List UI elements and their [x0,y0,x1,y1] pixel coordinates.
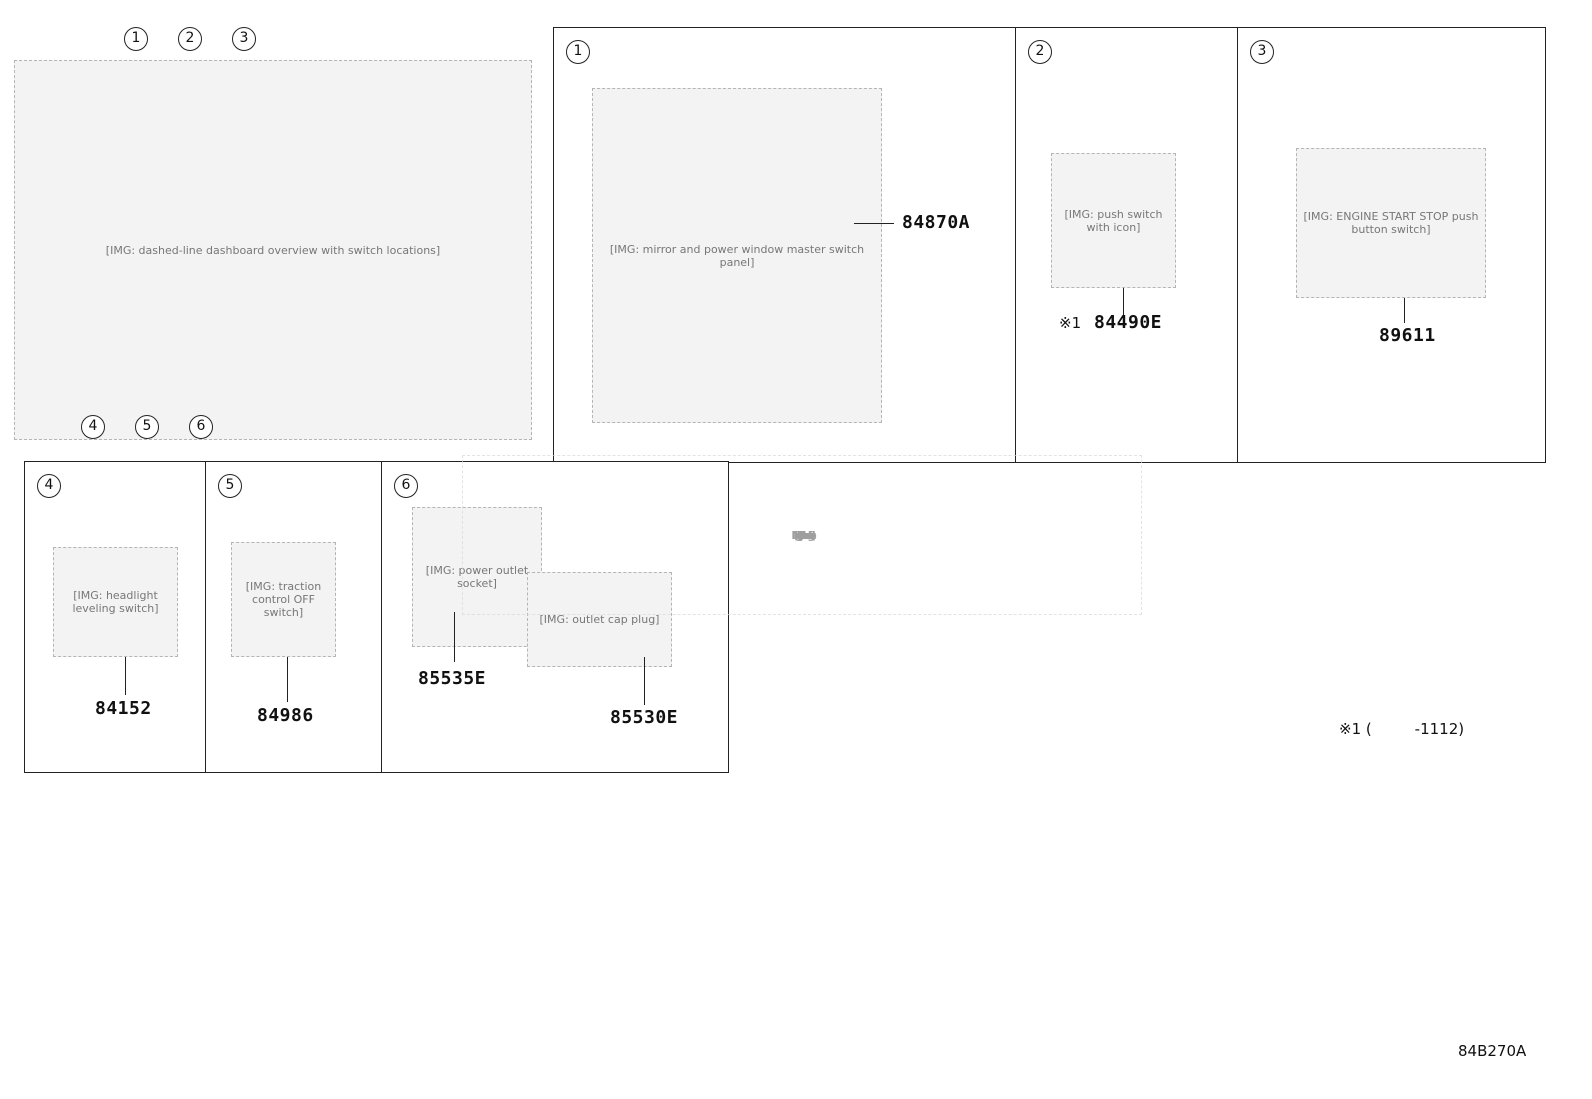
panel-6-number: 6 [394,474,418,498]
callout-4: 4 [81,415,105,439]
panel-4: 4 [IMG: headlight leveling switch] 84152 [24,461,207,773]
panel-1: 1 [IMG: mirror and power window master s… [553,27,1017,463]
part-number-84986: 84986 [257,705,314,726]
diagram-code: 84B270A [1458,1042,1527,1060]
panel-5-number: 5 [218,474,242,498]
leader-line [1404,298,1405,323]
note-mark: ※1 [1059,314,1082,332]
leader-line [644,657,645,705]
switch-84490E-image: [IMG: push switch with icon] [1051,153,1176,288]
part-number-84490E: 84490E [1094,312,1163,333]
part-number-84152: 84152 [95,698,152,719]
part-number-84870A: 84870A [902,212,971,233]
footnote: ※1 ( -1112) [1339,720,1464,738]
callout-5: 5 [135,415,159,439]
leader-line [287,657,288,702]
leader-line [854,223,894,224]
dashboard-illustration: [IMG: dashed-line dashboard overview wit… [14,60,532,440]
part-number-89611: 89611 [1379,325,1436,346]
panel-2: 2 [IMG: push switch with icon] ※1 84490E [1015,27,1239,463]
part-number-85530E: 85530E [610,707,679,728]
panel-3-number: 3 [1250,40,1274,64]
plug-85530E-image: [IMG: outlet cap plug] [527,572,672,667]
switch-84986-image: [IMG: traction control OFF switch] [231,542,336,657]
watermark-logo-image: [IMG: grey Arabic-script watermark logo] [462,455,1142,615]
panel-1-number: 1 [566,40,590,64]
mirror-window-switch-image: [IMG: mirror and power window master swi… [592,88,882,423]
leader-line [125,657,126,695]
panel-6: 6 [IMG: power outlet socket] 85535E [IMG… [381,461,729,773]
switch-84152-image: [IMG: headlight leveling switch] [53,547,178,657]
panel-3: 3 [IMG: ENGINE START STOP push button sw… [1237,27,1546,463]
callout-3: 3 [232,27,256,51]
callout-2: 2 [178,27,202,51]
watermark: [IMG: grey Arabic-script watermark logo] [462,455,1142,625]
part-number-85535E: 85535E [418,668,487,689]
footnote-text: ( -1112) [1365,720,1465,738]
panel-4-number: 4 [37,474,61,498]
callout-6: 6 [189,415,213,439]
leader-line [1123,288,1124,318]
footnote-mark: ※1 [1339,720,1362,738]
panel-5: 5 [IMG: traction control OFF switch] 849… [205,461,383,773]
leader-line [454,612,455,662]
engine-start-stop-switch-image: [IMG: ENGINE START STOP push button swit… [1296,148,1486,298]
panel-2-number: 2 [1028,40,1052,64]
callout-1: 1 [124,27,148,51]
